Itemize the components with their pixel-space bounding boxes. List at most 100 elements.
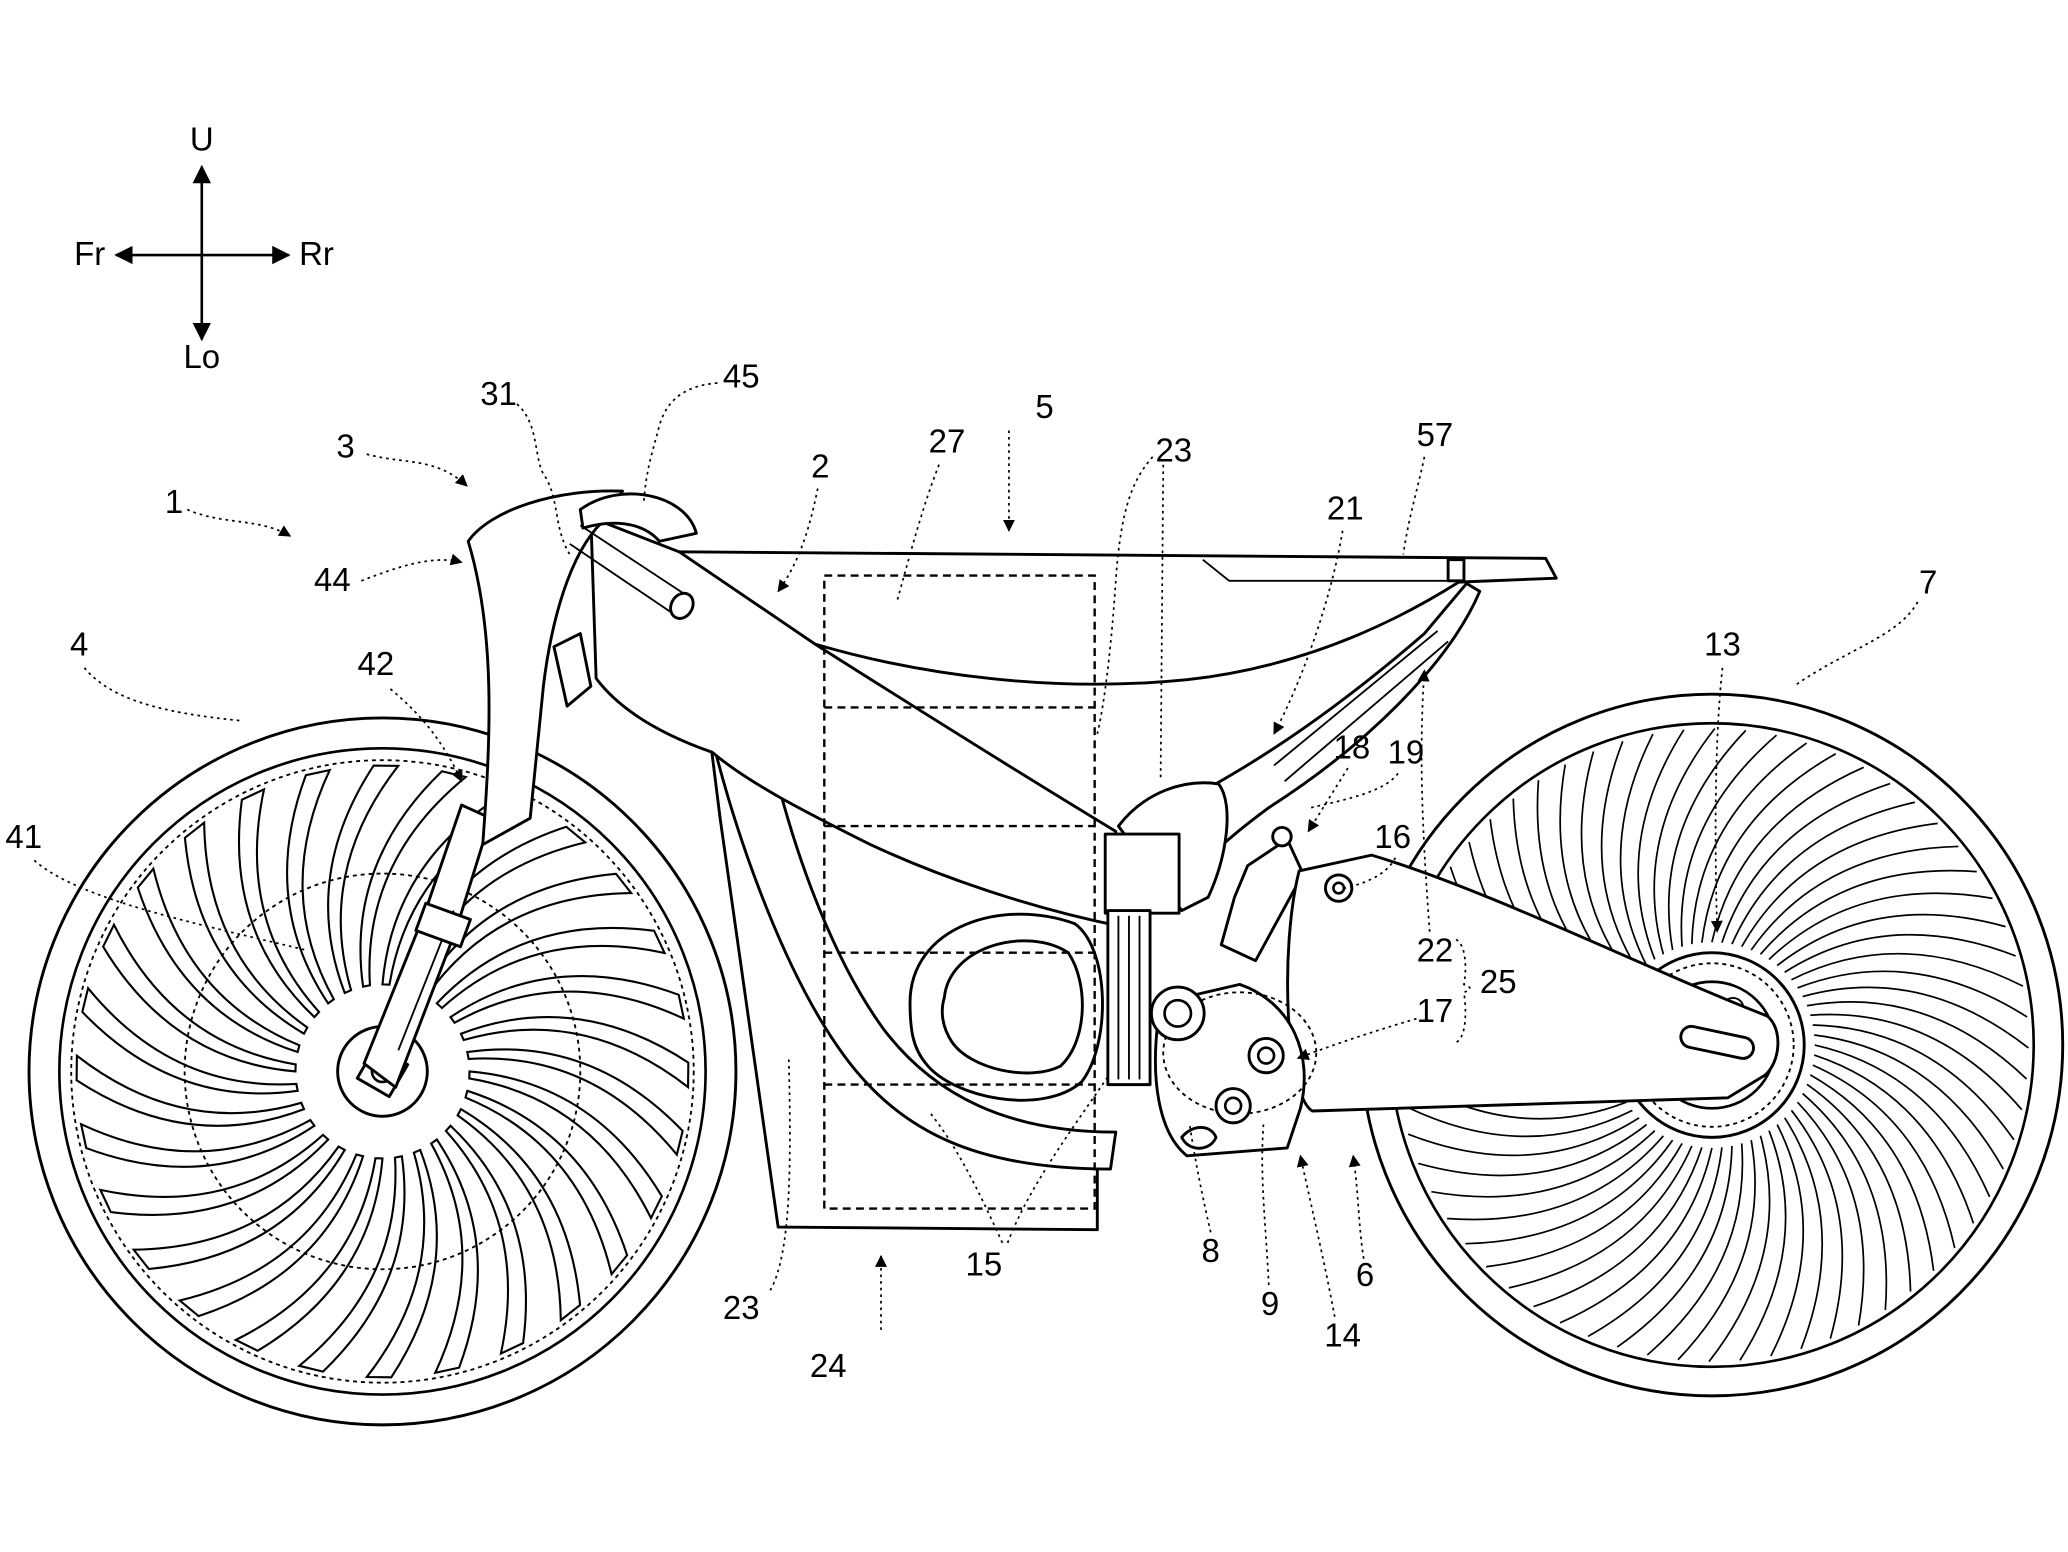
rear-wheel-spoke: [1677, 1139, 1756, 1361]
leader-19: [1310, 772, 1399, 809]
rear-strut: [1273, 630, 1449, 782]
motor-housing-fins: [1117, 915, 1141, 1080]
rear-wheel-spoke: [1806, 1001, 2028, 1080]
ref-numeral-2: 2: [811, 447, 829, 484]
ref-numeral-21: 21: [1327, 490, 1364, 527]
leader-8: [1188, 1124, 1212, 1233]
front-wheel-spoke: [464, 1089, 629, 1277]
lower-shroud: [708, 733, 1099, 1232]
swing-arm-pivot-center: [1256, 1046, 1276, 1065]
front-wheel-spoke: [98, 1133, 330, 1216]
main-frame: [589, 516, 1123, 928]
motor-output-shaft: [1149, 985, 1206, 1042]
front-wheel-spoke: [459, 1016, 690, 1090]
front-wheel-spoke: [429, 1137, 479, 1375]
ref-numeral-14: 14: [1324, 1317, 1361, 1354]
front-wheel-spoke: [359, 770, 469, 988]
leader-22: [1417, 669, 1431, 932]
direction-rear-label: Rr: [299, 235, 334, 272]
leader-2: [777, 488, 819, 593]
rear-wheel-spoke: [1796, 1101, 1865, 1326]
axle-slot: [1679, 1024, 1755, 1060]
rear-wheel-spoke: [1559, 1147, 1713, 1324]
seat: [677, 550, 1558, 686]
rear-wheel-spoke: [1667, 729, 1747, 951]
battery-box: [823, 574, 1096, 1210]
rear-wheel-spoke: [1810, 1013, 2023, 1111]
rear-wheel-spoke: [1587, 1147, 1723, 1338]
rear-wheel-spoke: [1776, 913, 2006, 967]
ref-numeral-57: 57: [1417, 416, 1454, 453]
rear-shock: [1219, 825, 1305, 963]
rear-wheel-spoke: [1400, 1103, 1633, 1138]
ref-numeral-45: 45: [723, 358, 760, 395]
ref-numeral-22: 22: [1417, 931, 1454, 968]
ref-numeral-44: 44: [314, 561, 351, 598]
leader-3: [366, 453, 468, 487]
leader-57: [1402, 456, 1426, 555]
ref-numeral-42: 42: [358, 645, 395, 682]
ref-numeral-15: 15: [966, 1245, 1003, 1282]
rear-wheel-spoke: [1802, 986, 2029, 1049]
swing-arm-pivot: [1247, 1037, 1285, 1075]
ref-numeral-19: 19: [1388, 734, 1425, 771]
front-wheel-spoke: [418, 872, 634, 998]
leader-31: [516, 403, 571, 555]
rear-wheel-spoke: [1721, 782, 1891, 943]
leader-41: [33, 859, 307, 951]
motor-output-shaft-center: [1163, 998, 1193, 1028]
direction-low-label: Lo: [183, 338, 220, 375]
rear-wheel-spoke: [1806, 1083, 1912, 1292]
leader-6: [1348, 1154, 1365, 1259]
front-wheel-spoke: [136, 866, 301, 1054]
front-wheel-spoke: [456, 1107, 582, 1323]
rear-wheel-spoke: [1653, 727, 1716, 955]
front-wheel-spoke: [286, 768, 336, 1005]
rear-wheel-spoke: [1646, 1143, 1744, 1356]
lower-link: [1180, 1126, 1218, 1150]
leader-27: [896, 464, 940, 603]
front-rim: [58, 746, 707, 1396]
ref-numeral-31: 31: [480, 375, 517, 412]
ref-numeral-3: 3: [336, 428, 354, 465]
ref-numeral-18: 18: [1334, 728, 1371, 765]
head-cap: [578, 492, 698, 543]
rear-wheel-spoke: [1790, 1109, 1844, 1339]
front-wheel-spoke: [237, 787, 321, 1019]
rear-wheel-spoke: [1802, 1092, 1888, 1310]
direction-front-label: Fr: [74, 235, 105, 272]
rear-wheel-spoke: [1791, 952, 2024, 987]
leader-21: [1273, 530, 1344, 735]
bracket-25: [1455, 938, 1471, 1044]
ref-numeral-6: 6: [1356, 1256, 1374, 1293]
rear-wheel-spoke: [1701, 752, 1837, 943]
rear-wheel-spoke: [1812, 1064, 1956, 1249]
front-wheel-spoke: [233, 1157, 384, 1352]
rear-wheel-spoke: [1814, 1034, 2004, 1170]
front-spoke-center-line: [183, 872, 582, 1271]
ref-numeral-23-top: 23: [1155, 432, 1192, 469]
ref-numeral-16: 16: [1374, 818, 1411, 855]
rear-wheel-spoke: [1784, 933, 2016, 973]
front-wheel-spoke: [449, 975, 686, 1025]
leader-45: [642, 382, 718, 505]
reference-numerals: 1 3 44 31 45 2 27 5 23 57 21 7 4 42 41 1…: [5, 358, 1937, 1384]
front-wheel-spoke: [444, 1124, 527, 1356]
shock-top-mount: [1271, 825, 1293, 848]
rear-wheel-spoke: [1783, 1117, 1824, 1350]
front-wheel-spoke: [101, 922, 297, 1073]
rear-wheel-spoke: [1533, 1147, 1703, 1308]
direction-indicator: U Fr Rr Lo: [74, 120, 334, 375]
front-wheel-spoke: [79, 1118, 316, 1168]
ref-numeral-23-bottom: 23: [723, 1289, 760, 1326]
rear-wheel-spoke: [1600, 741, 1640, 973]
rear-wheel-spoke: [1619, 733, 1654, 966]
rear-wheel-spoke: [1616, 1145, 1733, 1348]
battery-outline: [823, 574, 1096, 1210]
leader-17: [1296, 1017, 1417, 1060]
ref-numeral-8: 8: [1202, 1232, 1220, 1269]
rear-wheel-spoke: [1759, 869, 1977, 955]
rear-wheel-spoke: [1768, 892, 1993, 961]
rear-wheel-spoke: [1739, 1130, 1787, 1361]
